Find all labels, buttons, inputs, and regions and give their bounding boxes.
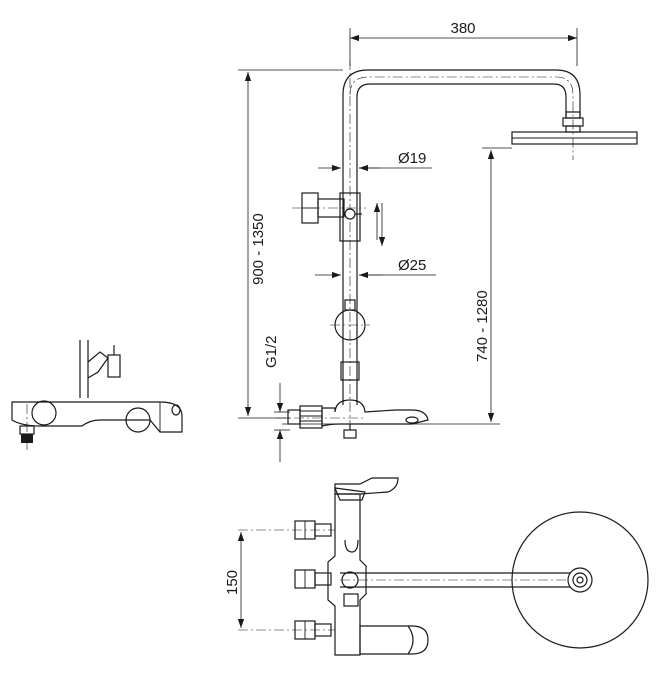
diverter-knob <box>330 299 370 341</box>
dimension-pipe-lower: Ø25 <box>315 257 436 279</box>
front-view-shower-column <box>276 60 638 439</box>
bath-mixer-front <box>276 399 429 439</box>
dimension-inlet-thread: G1/2 <box>263 335 290 462</box>
dimension-head-height: 740 - 1280 <box>474 147 512 422</box>
dimension-total-height: 900 - 1350 <box>238 69 343 419</box>
top-view <box>238 477 649 656</box>
pipe-lower-label: Ø25 <box>398 257 426 274</box>
side-view-mixer <box>11 340 183 450</box>
shower-head <box>511 111 638 145</box>
slide-direction-arrows <box>373 203 386 246</box>
head-height-label: 740 - 1280 <box>474 290 491 362</box>
dimension-pipe-upper: Ø19 <box>318 150 432 172</box>
dimension-inlet-spacing: 150 <box>224 532 245 628</box>
total-height-label: 900 - 1350 <box>250 213 267 285</box>
inlet-thread-label: G1/2 <box>263 335 280 368</box>
arm-length-label: 380 <box>450 20 475 37</box>
inlet-spacing-label: 150 <box>224 570 241 595</box>
dimension-arm-length: 380 <box>349 20 578 66</box>
slide-holder <box>292 192 366 242</box>
pipe-upper-label: Ø19 <box>398 150 426 167</box>
